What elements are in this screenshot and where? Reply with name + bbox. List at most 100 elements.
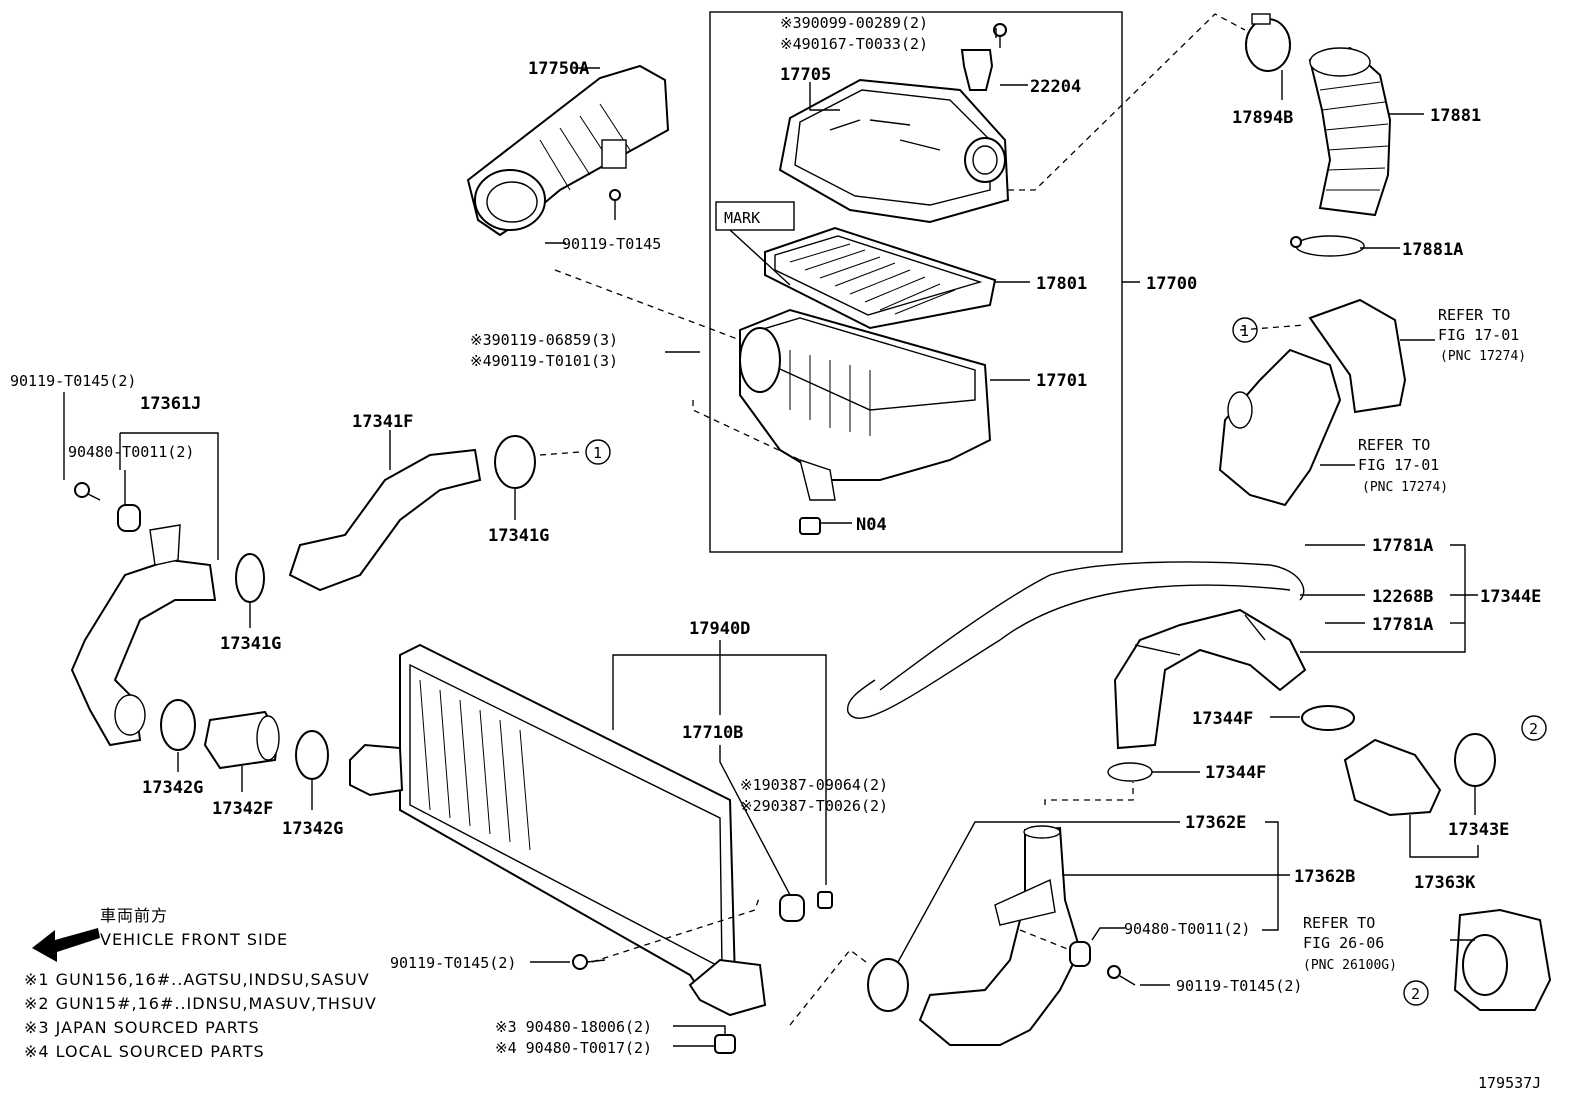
label-17710b: 17710B xyxy=(682,723,743,743)
label-17894b: 17894B xyxy=(1232,108,1293,128)
label-90480-t0011-left: 90480-T0011(2) xyxy=(68,443,194,461)
label-90387-09064: ※190387-09064(2) xyxy=(740,776,888,794)
outlet-17363k xyxy=(1343,733,1496,817)
label-n04: N04 xyxy=(856,515,887,535)
label-17881: 17881 xyxy=(1430,106,1481,126)
clamp-17341g xyxy=(494,435,536,489)
reference-marker-1b: 1 xyxy=(1232,317,1258,343)
label-90119-06859: ※390119-06859(3) xyxy=(470,331,618,349)
grommet-n04 xyxy=(799,517,821,535)
air-intake-duct xyxy=(466,64,670,237)
label-17341f: 17341F xyxy=(352,412,413,432)
vacuum-hose-2 xyxy=(846,584,1291,719)
label-17341g-b: 17341G xyxy=(220,634,281,654)
mark-leader xyxy=(729,229,791,286)
pipe-17362b xyxy=(918,825,1082,1046)
label-12268b: 12268B xyxy=(1372,587,1433,607)
bolt-icon xyxy=(609,189,621,220)
clamp-17341g-lower xyxy=(235,553,265,603)
label-90480-t0011-right: 90480-T0011(2) xyxy=(1124,920,1250,938)
mark-box xyxy=(715,201,795,231)
label-17705: 17705 xyxy=(780,65,831,85)
label-90119-t0145-left: 90119-T0145(2) xyxy=(10,372,136,390)
label-17341g-a: 17341G xyxy=(488,526,549,546)
clamp-17344f-a xyxy=(1301,705,1355,731)
svg-text:1: 1 xyxy=(1240,322,1249,340)
label-17781a-bot: 17781A xyxy=(1372,615,1433,635)
label-17781a-top: 17781A xyxy=(1372,536,1433,556)
vacuum-hose xyxy=(879,561,1305,691)
bolt-icon xyxy=(74,482,101,501)
svg-text:2: 2 xyxy=(1411,985,1420,1003)
label-17344e: 17344E xyxy=(1480,587,1541,607)
svg-text:1: 1 xyxy=(593,444,602,462)
legend-note-1: ※1 GUN156,16#..AGTSU,INDSU,SASUV xyxy=(24,970,370,989)
pipe-17361j xyxy=(70,524,217,747)
label-90480-18006: ※3 90480-18006(2) xyxy=(495,1018,652,1036)
air-flow-meter xyxy=(960,49,994,91)
label-90119-t0145-right: 90119-T0145(2) xyxy=(1176,977,1302,995)
label-17750a: 17750A xyxy=(528,59,589,79)
label-refer-to-1: REFER TO xyxy=(1438,306,1510,324)
label-90119-t0145: 90119-T0145 xyxy=(562,235,661,253)
label-refer-fig-2: FIG 17-01 xyxy=(1358,456,1439,474)
reference-marker-1: 1 xyxy=(585,439,611,465)
clamp-17342g-a xyxy=(160,699,196,751)
intake-hose-17881 xyxy=(1308,46,1392,217)
label-17940d: 17940D xyxy=(689,619,750,639)
hose-17342f xyxy=(203,710,280,770)
label-mark: MARK xyxy=(724,209,760,227)
label-17700: 17700 xyxy=(1146,274,1197,294)
label-17701: 17701 xyxy=(1036,371,1087,391)
hose-17341f xyxy=(288,448,482,592)
label-17344f-b: 17344F xyxy=(1205,763,1266,783)
label-90387-t0026: ※290387-T0026(2) xyxy=(740,797,888,815)
label-17343e: 17343E xyxy=(1448,820,1509,840)
hose-clamp-17881a xyxy=(1290,235,1365,257)
hose-clamp-17894b xyxy=(1245,13,1291,72)
label-17342g-b: 17342G xyxy=(282,819,343,839)
label-refer-to-3: REFER TO xyxy=(1303,914,1375,932)
label-refer-to-2: REFER TO xyxy=(1358,436,1430,454)
label-17361j: 17361J xyxy=(140,394,201,414)
grommet-icon xyxy=(1069,941,1091,967)
grommet-icon xyxy=(117,504,141,532)
label-17342f: 17342F xyxy=(212,799,273,819)
legend-note-4: ※4 LOCAL SOURCED PARTS xyxy=(24,1042,265,1061)
label-17363k: 17363K xyxy=(1414,873,1476,893)
diagram-id: 179537J xyxy=(1478,1074,1541,1092)
cap-icon xyxy=(817,891,833,909)
label-refer-pnc-1: (PNC 17274) xyxy=(1440,349,1526,364)
label-refer-pnc-3: (PNC 26100G) xyxy=(1303,958,1397,973)
label-90167-t0033: ※490167-T0033(2) xyxy=(780,35,928,53)
clamp-17362e xyxy=(867,958,909,1012)
vehicle-front-arrow-icon xyxy=(32,928,100,962)
label-17342g-a: 17342G xyxy=(142,778,203,798)
bolt-icon xyxy=(572,954,606,970)
svg-text:2: 2 xyxy=(1529,720,1538,738)
legend-jp: 車両前方 xyxy=(100,906,168,925)
label-90119-t0145-mid: 90119-T0145(2) xyxy=(390,954,516,972)
label-refer-fig-1: FIG 17-01 xyxy=(1438,326,1519,344)
label-refer-fig-3: FIG 26-06 xyxy=(1303,934,1384,952)
dashed-lines xyxy=(539,13,1306,1026)
clamp-17344f-b xyxy=(1107,762,1153,782)
label-17801: 17801 xyxy=(1036,274,1087,294)
hose-17344e xyxy=(1113,608,1307,750)
grommet-17710b xyxy=(779,894,805,922)
legend-note-2: ※2 GUN15#,16#..IDNSU,MASUV,THSUV xyxy=(24,994,377,1013)
air-cleaner-case xyxy=(739,308,992,501)
label-refer-pnc-2: (PNC 17274) xyxy=(1362,480,1448,495)
label-17881a: 17881A xyxy=(1402,240,1463,260)
air-filter-element xyxy=(764,226,997,330)
leader-lines xyxy=(63,28,1479,1047)
clamp-17342g-b xyxy=(295,730,329,780)
air-cleaner-cap xyxy=(778,78,1010,224)
grommet-icon xyxy=(714,1034,736,1054)
label-90480-t0017: ※4 90480-T0017(2) xyxy=(495,1039,652,1057)
reference-marker-2b: 2 xyxy=(1403,980,1429,1006)
legend-note-3: ※3 JAPAN SOURCED PARTS xyxy=(24,1018,260,1037)
label-90099-00289: ※390099-00289(2) xyxy=(780,14,928,32)
